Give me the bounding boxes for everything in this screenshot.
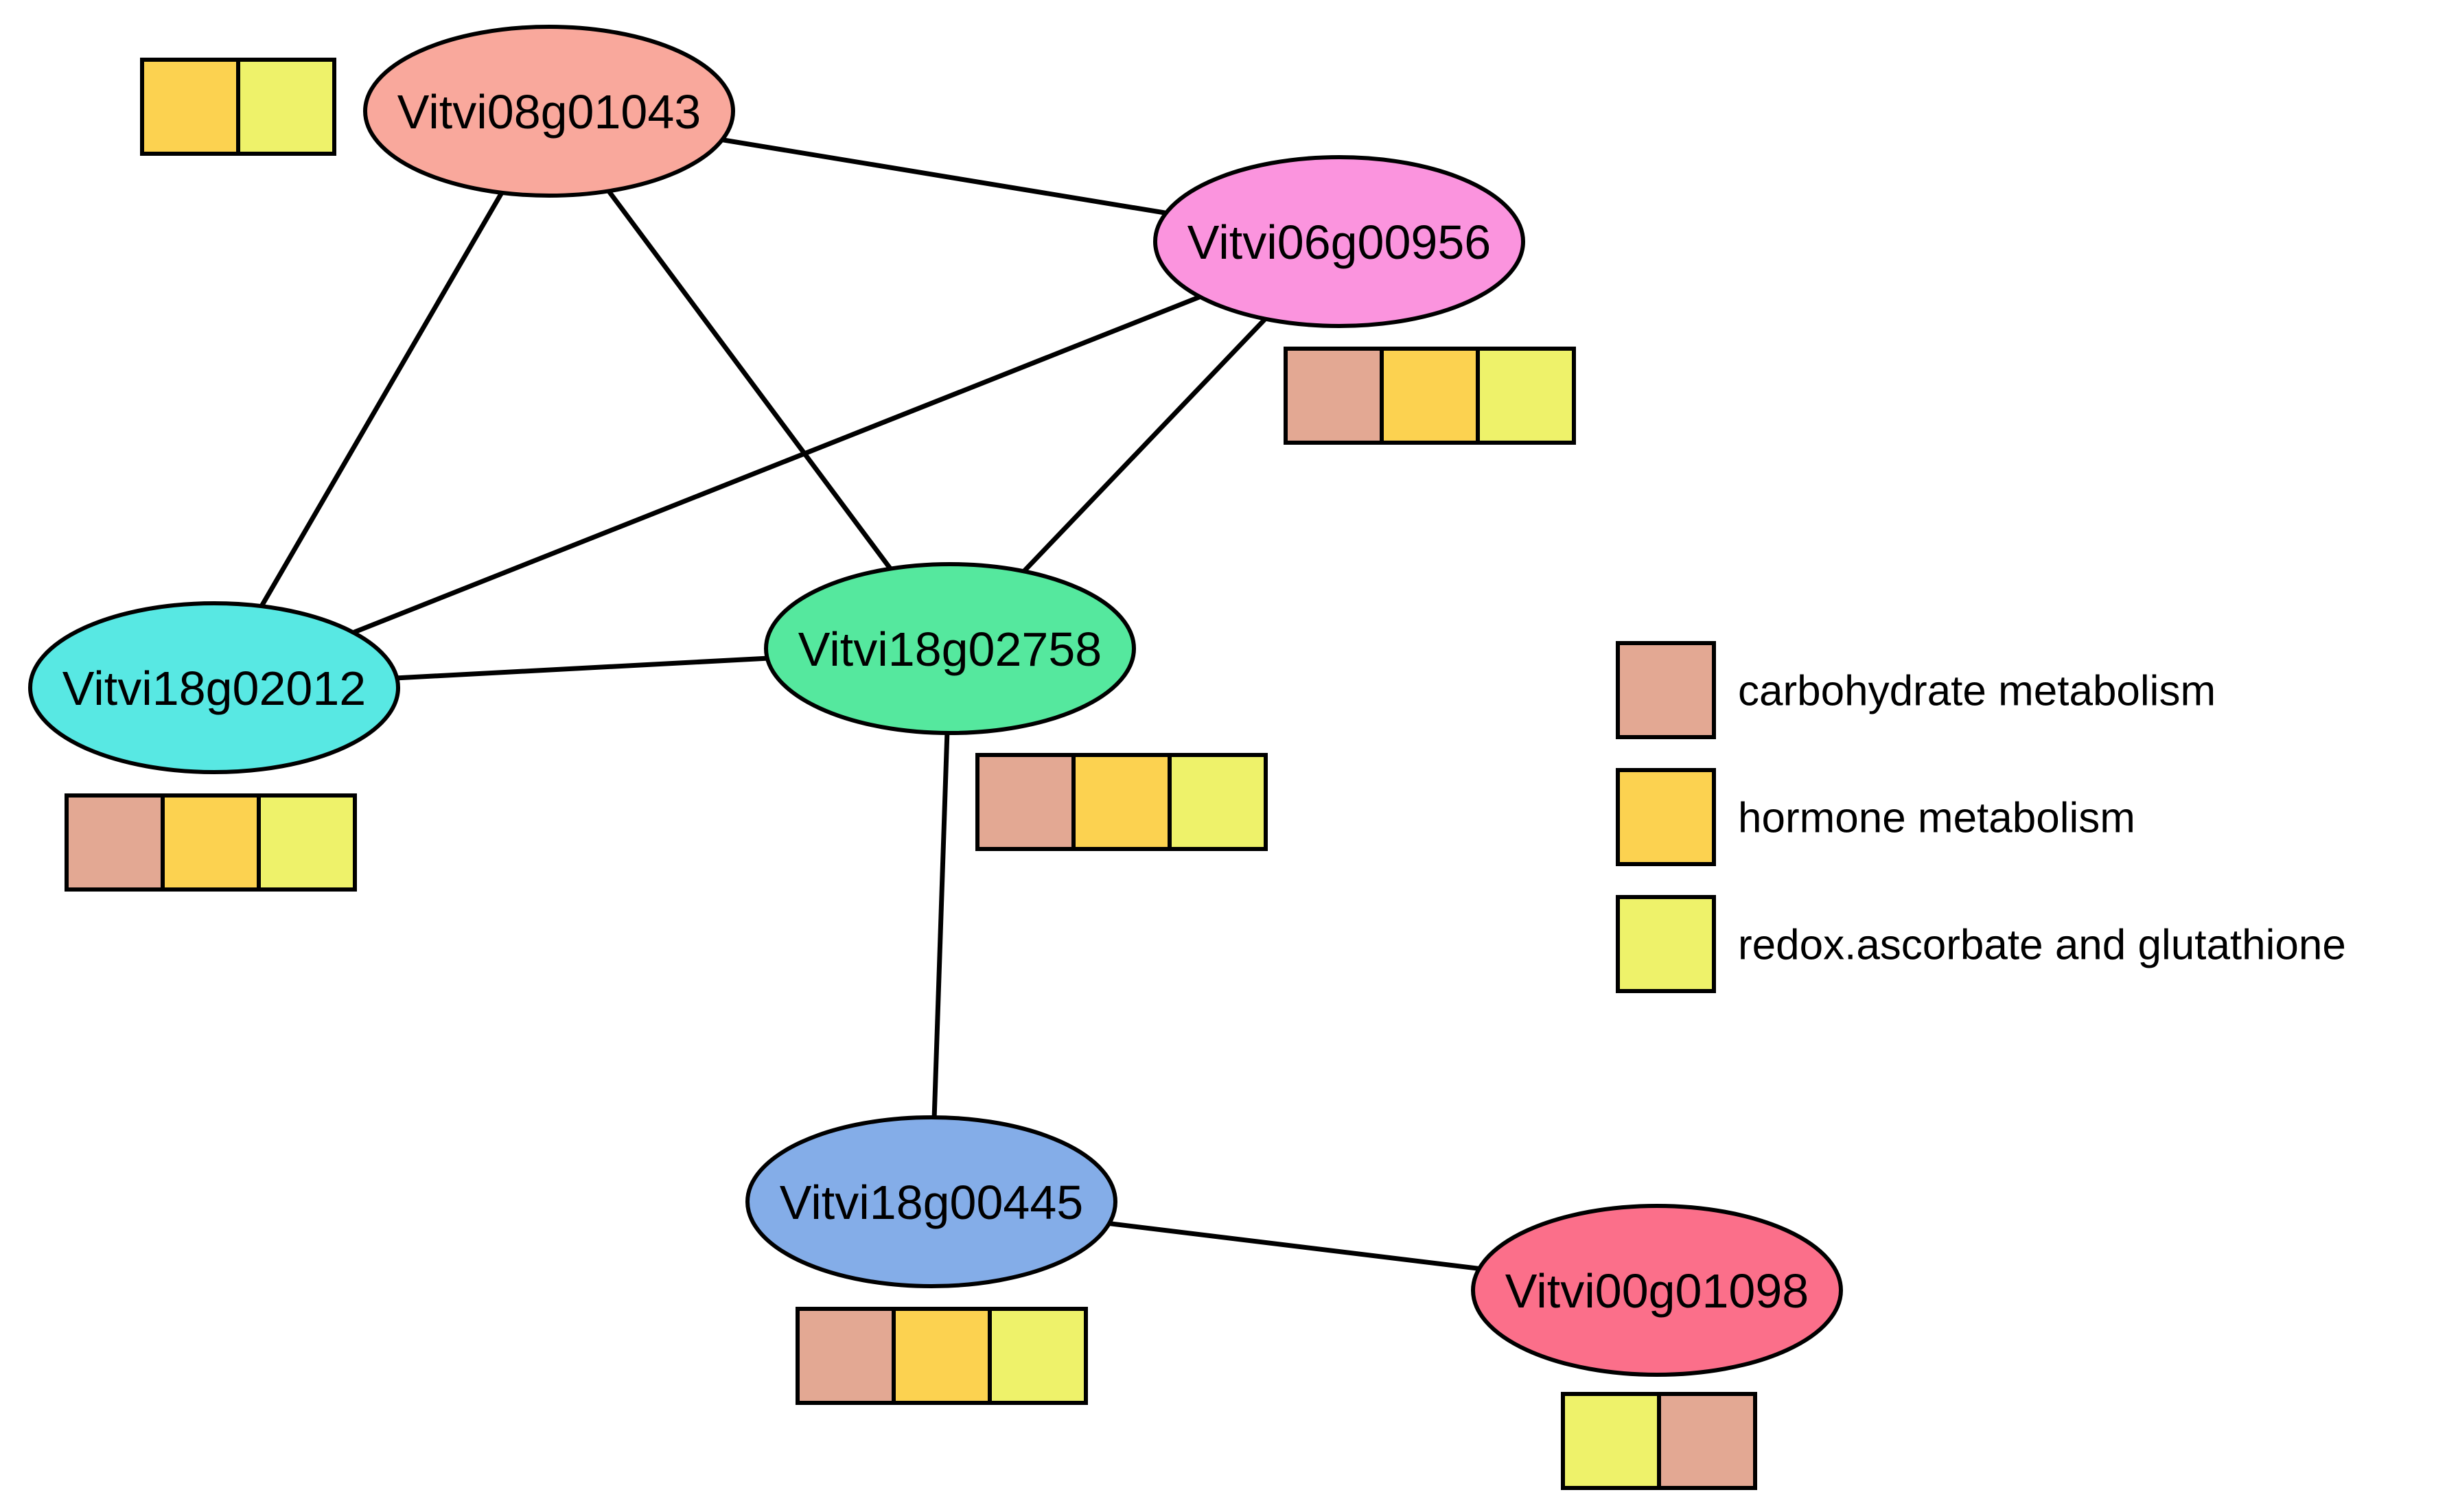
category-box-group [796, 1307, 1088, 1405]
legend-label: hormone metabolism [1738, 795, 2135, 842]
category-box-hormone [892, 1307, 992, 1405]
legend-swatch [1616, 895, 1716, 993]
gene-node[interactable]: Vitvi18g02012 [28, 601, 400, 774]
legend-item-carb: carbohydrate metabolism [1616, 641, 2216, 739]
gene-node[interactable]: Vitvi08g01043 [363, 25, 735, 198]
gene-node[interactable]: Vitvi00g01098 [1471, 1204, 1843, 1377]
gene-node-ellipse [28, 601, 400, 774]
legend: carbohydrate metabolism hormone metabolis… [1616, 641, 2346, 993]
gene-node[interactable]: Vitvi06g00956 [1153, 155, 1525, 328]
gene-node-ellipse [764, 562, 1136, 735]
category-box-redox [236, 58, 336, 156]
gene-node-label: Vitvi08g01043 [397, 85, 701, 139]
category-box-redox [1476, 347, 1576, 445]
edge-n1-n3 [211, 110, 552, 689]
edge-n2-n3 [213, 239, 1341, 690]
legend-item-redox: redox.ascorbate and glutathione [1616, 895, 2346, 993]
category-box-carb [1284, 347, 1384, 445]
gene-node-label: Vitvi06g00956 [1187, 216, 1491, 269]
gene-node-label: Vitvi00g01098 [1505, 1264, 1809, 1318]
gene-node[interactable]: Vitvi18g00445 [745, 1115, 1117, 1288]
category-box-redox [1168, 753, 1268, 851]
category-box-group [140, 58, 336, 156]
legend-swatch [1616, 768, 1716, 866]
category-box-carb [796, 1307, 896, 1405]
gene-node-label: Vitvi18g00445 [780, 1176, 1083, 1229]
category-box-redox [1561, 1392, 1661, 1490]
category-box-hormone [1071, 753, 1172, 851]
category-box-hormone [1380, 347, 1480, 445]
category-box-hormone [140, 58, 240, 156]
category-box-group [1561, 1392, 1757, 1490]
category-box-group [65, 793, 357, 892]
gene-node-label: Vitvi18g02758 [798, 623, 1102, 676]
category-box-hormone [161, 793, 261, 892]
category-boxes-layer [65, 58, 1757, 1490]
gene-node-ellipse [745, 1115, 1117, 1288]
category-box-carb [975, 753, 1076, 851]
legend-swatch [1616, 641, 1716, 739]
legend-label: redox.ascorbate and glutathione [1738, 922, 2346, 969]
legend-item-hormone: hormone metabolism [1616, 768, 2135, 866]
gene-node-ellipse [1153, 155, 1525, 328]
category-box-group [1284, 347, 1576, 445]
edge-n4-n5 [929, 648, 953, 1202]
gene-node-ellipse [1471, 1204, 1843, 1377]
category-box-carb [65, 793, 165, 892]
gene-node[interactable]: Vitvi18g02758 [764, 562, 1136, 735]
category-box-redox [988, 1307, 1088, 1405]
gene-node-ellipse [363, 25, 735, 198]
category-box-redox [257, 793, 357, 892]
gene-node-label: Vitvi18g02012 [62, 662, 366, 715]
category-box-carb [1657, 1392, 1757, 1490]
category-box-group [975, 753, 1268, 851]
legend-label: carbohydrate metabolism [1738, 668, 2216, 715]
edge-n1-n4 [547, 109, 952, 651]
nodes-layer: Vitvi08g01043Vitvi06g00956Vitvi18g02012V… [28, 25, 1843, 1377]
